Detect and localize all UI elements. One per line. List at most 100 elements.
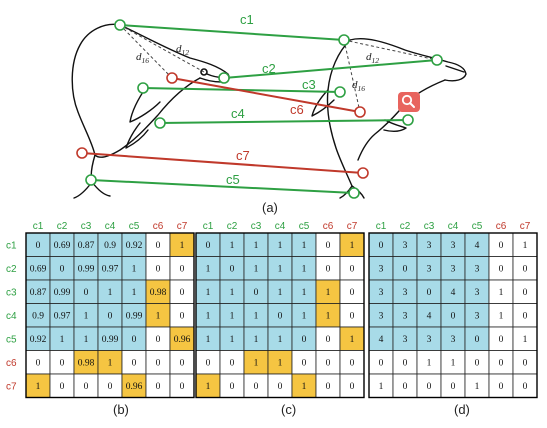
matrix-row-header: c6 — [6, 358, 17, 369]
matrix-b-cell-value: 0.87 — [78, 241, 95, 251]
matrix-b-cell-value: 1 — [60, 335, 65, 345]
matrix-d-cell-value: 1 — [475, 382, 480, 392]
c1-label: c1 — [240, 12, 254, 27]
matrix-b-cell-value: 0.69 — [30, 265, 47, 275]
matrix-d-cell-value: 0 — [523, 265, 528, 275]
c6-right-point — [354, 106, 366, 118]
matrix-d-cell-value: 0 — [523, 312, 528, 322]
c6-left-point — [166, 72, 178, 84]
matrix-d-cell-value: 0 — [403, 382, 408, 392]
matrix-b-cell-value: 0 — [36, 241, 41, 251]
matrix-b-cell-value: 0.92 — [126, 241, 143, 251]
matrix-c-cell-value: 1 — [254, 265, 259, 275]
matrix-c-cell-value: 0 — [326, 265, 331, 275]
matrix-b-cell-value: 1 — [132, 288, 137, 298]
matrix-d-cell-value: 0 — [451, 312, 456, 322]
matrix-b-cell-value: 0.96 — [174, 335, 191, 345]
matrix-d-cell-value: 3 — [451, 241, 456, 251]
matrix-d-cell-value: 4 — [427, 312, 432, 322]
matrix-d-cell-value: 0 — [499, 335, 504, 345]
matrix-b-cell-value: 0.99 — [78, 265, 95, 275]
matrix-c-cell-value: 1 — [278, 265, 283, 275]
matrix-b-cell-value: 0 — [180, 288, 185, 298]
caption-a: (a) — [262, 200, 278, 215]
correspondence-lines — [81, 24, 438, 194]
matrix-b-cell-value: 0.98 — [78, 359, 95, 369]
matrix-d-cell-value: 0 — [499, 382, 504, 392]
left-dolphin-flipper — [125, 122, 149, 149]
matrix-c-col-header: c1 — [203, 221, 214, 232]
matrix-c-cell-value: 0 — [326, 335, 331, 345]
c5-right-point — [348, 187, 360, 199]
matrix-d-cell-value: 3 — [403, 312, 408, 322]
matrix-c-cell-value: 0 — [326, 382, 331, 392]
matrix-d-cell-value: 1 — [499, 288, 504, 298]
matrix-b-col-header: c6 — [153, 221, 164, 232]
matrix-d-cell-value: 3 — [403, 335, 408, 345]
c6-line — [171, 77, 361, 113]
left-dolphin-eye — [200, 68, 208, 76]
matrix-c-cell-value: 0 — [206, 359, 211, 369]
matrix-d-cell-value: 3 — [427, 241, 432, 251]
matrix-b-cell-value: 0.97 — [102, 265, 119, 275]
matrix-c-cell-value: 1 — [206, 288, 211, 298]
matrix-c-cell-value: 0 — [278, 312, 283, 322]
c7-line — [81, 152, 364, 174]
matrix-b-cell-value: 0 — [108, 312, 113, 322]
matrix-d-cell-value: 1 — [499, 312, 504, 322]
matrix-d-cell-value: 0 — [499, 359, 504, 369]
matrix-c-cell-value: 1 — [326, 312, 331, 322]
c3-label: c3 — [302, 77, 316, 92]
matrix-d-cell-value: 0 — [427, 382, 432, 392]
c3-left-point — [137, 82, 149, 94]
matrix-c-cell-value: 0 — [206, 241, 211, 251]
c1-right-point — [338, 34, 350, 46]
caption-c: (c) — [281, 402, 296, 417]
matrix-c-cell-value: 1 — [278, 359, 283, 369]
matrix-c-cell-value: 0 — [350, 312, 355, 322]
c4-line — [159, 119, 409, 124]
right-d16-label: d16 — [352, 79, 365, 93]
matrix-d-col-header: c7 — [520, 221, 531, 232]
c2-right-point — [431, 54, 443, 66]
search-icon[interactable] — [398, 92, 420, 112]
matrix-b-cell-value: 0 — [108, 382, 113, 392]
matrix-d-cell-value: 3 — [379, 288, 384, 298]
matrix-b-cell-value: 0.69 — [54, 241, 71, 251]
matrix-d-cell-value: 1 — [523, 335, 528, 345]
matrix-c-col-header: c7 — [347, 221, 358, 232]
correspondence-points — [76, 19, 443, 199]
right-dolphin-mouth — [445, 65, 465, 73]
matrix-d-cell-value: 3 — [475, 312, 480, 322]
matrix-c-cell-value: 1 — [254, 335, 259, 345]
c2-line — [223, 59, 438, 79]
matrix-b-cell-value: 1 — [132, 265, 137, 275]
matrix-d-cell-value: 0 — [403, 265, 408, 275]
c7-label: c7 — [236, 148, 250, 163]
matrix-c-col-header: c2 — [227, 221, 238, 232]
matrix-c-cell-value: 1 — [230, 335, 235, 345]
matrix-b-cell-value: 0.92 — [30, 335, 47, 345]
matrix-b-col-header: c2 — [57, 221, 68, 232]
matrix-c-cell-value: 1 — [230, 288, 235, 298]
matrix-c-cell-value: 0 — [230, 382, 235, 392]
matrix-c-col-header: c6 — [323, 221, 334, 232]
matrix-b-cell-value: 0 — [156, 359, 161, 369]
matrix-b-cell-value: 0.97 — [54, 312, 71, 322]
matrix-b-col-header: c7 — [177, 221, 188, 232]
matrix-b-col-header: c3 — [81, 221, 92, 232]
matrix-c-cell-value: 1 — [302, 312, 307, 322]
matrix-d-cell-value: 3 — [379, 265, 384, 275]
left-dolphin — [71, 23, 230, 199]
matrix-c-cell-value: 0 — [230, 359, 235, 369]
matrix-b-cell-value: 0.87 — [30, 288, 47, 298]
c4-right-point — [402, 114, 414, 126]
matrix-d-cell-value: 1 — [451, 359, 456, 369]
matrix-d-cell-value: 0 — [475, 359, 480, 369]
matrix-row-header: c2 — [6, 264, 17, 275]
matrix-b-cell-value: 0.99 — [54, 288, 71, 298]
matrix-d-cell-value: 0 — [379, 359, 384, 369]
